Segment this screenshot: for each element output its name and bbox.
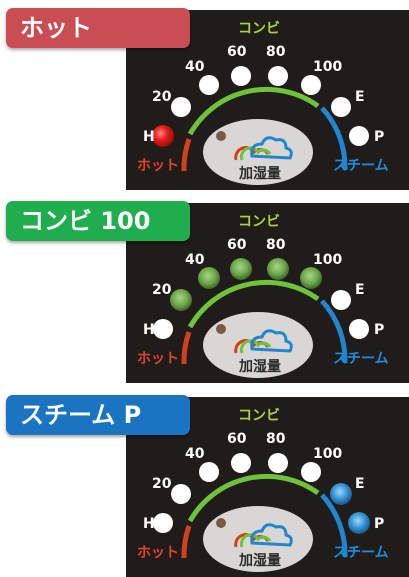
level-label-60: 60 — [227, 44, 247, 60]
mode-tab-steam: スチーム P — [6, 395, 190, 435]
led-60 — [231, 453, 251, 473]
led-e — [331, 97, 351, 117]
arc-steam — [320, 493, 348, 558]
arc-hot — [181, 525, 192, 559]
knob-dot — [216, 131, 226, 141]
level-label-80: 80 — [266, 431, 286, 447]
led-e — [331, 290, 351, 310]
steam-label: スチーム — [333, 351, 389, 367]
knob-dot — [216, 518, 226, 528]
mode-section-steam: スチーム P 加湿量 H 20 40 — [0, 387, 409, 577]
led-80 — [268, 453, 288, 473]
led-80 — [268, 66, 288, 86]
level-label-40: 40 — [185, 59, 205, 75]
led-h — [153, 513, 173, 533]
led-40 — [199, 462, 219, 482]
mode-tab-combi: コンビ 100 — [6, 201, 190, 241]
dial-diagram: 加湿量 H 20 40 60 80 100 E P コンビ ホット スチーム — [137, 408, 389, 572]
steam-label: スチーム — [333, 158, 389, 174]
dial-diagram: 加湿量 H 20 40 60 80 100 E P コンビ ホット スチーム — [137, 214, 389, 378]
led-p — [348, 512, 370, 534]
level-label-h: H — [143, 516, 155, 532]
arc-hot — [181, 331, 192, 365]
level-label-100: 100 — [313, 59, 342, 75]
led-100 — [300, 267, 322, 289]
level-label-e: E — [355, 476, 365, 492]
level-label-h: H — [143, 322, 155, 338]
mode-section-hot: ホット 加湿量 H — [0, 0, 409, 190]
cloud-icon — [234, 523, 293, 548]
knob-dot — [216, 324, 226, 334]
combi-label: コンビ — [238, 21, 280, 37]
humidify-label: 加湿量 — [238, 553, 281, 569]
led-h — [153, 319, 173, 339]
arc-combi — [187, 86, 320, 136]
level-label-80: 80 — [266, 237, 286, 253]
led-100 — [301, 462, 321, 482]
led-40 — [199, 75, 219, 95]
level-label-p: P — [374, 516, 384, 532]
dial-diagram: 加湿量 H 20 40 60 80 100 E P コンビ ホット スチーム — [137, 21, 389, 185]
hot-label: ホット — [137, 158, 179, 174]
level-label-p: P — [374, 129, 384, 145]
level-label-100: 100 — [313, 446, 342, 462]
arc-combi — [187, 473, 320, 523]
level-label-p: P — [374, 322, 384, 338]
steam-label: スチーム — [333, 545, 389, 561]
level-label-40: 40 — [185, 446, 205, 462]
level-label-20: 20 — [152, 476, 172, 492]
cloud-icon — [234, 136, 293, 161]
level-label-40: 40 — [185, 252, 205, 268]
mode-section-combi: コンビ 100 加湿量 H 20 40 — [0, 193, 409, 383]
arc-steam — [320, 299, 348, 364]
arc-combi — [187, 279, 320, 329]
led-20 — [170, 289, 192, 311]
level-label-60: 60 — [227, 431, 247, 447]
level-label-100: 100 — [313, 252, 342, 268]
level-label-h: H — [143, 129, 155, 145]
led-20 — [171, 97, 191, 117]
arc-steam — [320, 106, 348, 171]
level-label-60: 60 — [227, 237, 247, 253]
led-20 — [171, 484, 191, 504]
level-label-80: 80 — [266, 44, 286, 60]
level-label-e: E — [355, 282, 365, 298]
cloud-icon — [234, 329, 293, 354]
led-80 — [267, 258, 289, 280]
combi-label: コンビ — [238, 214, 280, 230]
led-h — [152, 125, 174, 147]
led-40 — [198, 267, 220, 289]
led-p — [349, 319, 369, 339]
mode-tab-hot: ホット — [6, 8, 190, 48]
combi-label: コンビ — [238, 408, 280, 424]
led-e — [330, 483, 352, 505]
led-60 — [231, 66, 251, 86]
level-label-20: 20 — [152, 89, 172, 105]
humidify-label: 加湿量 — [238, 166, 281, 182]
led-p — [349, 126, 369, 146]
arc-hot — [181, 138, 192, 172]
level-label-e: E — [355, 89, 365, 105]
hot-label: ホット — [137, 351, 179, 367]
led-100 — [301, 75, 321, 95]
led-60 — [230, 258, 252, 280]
level-label-20: 20 — [152, 282, 172, 298]
hot-label: ホット — [137, 545, 179, 561]
humidify-label: 加湿量 — [238, 359, 281, 375]
